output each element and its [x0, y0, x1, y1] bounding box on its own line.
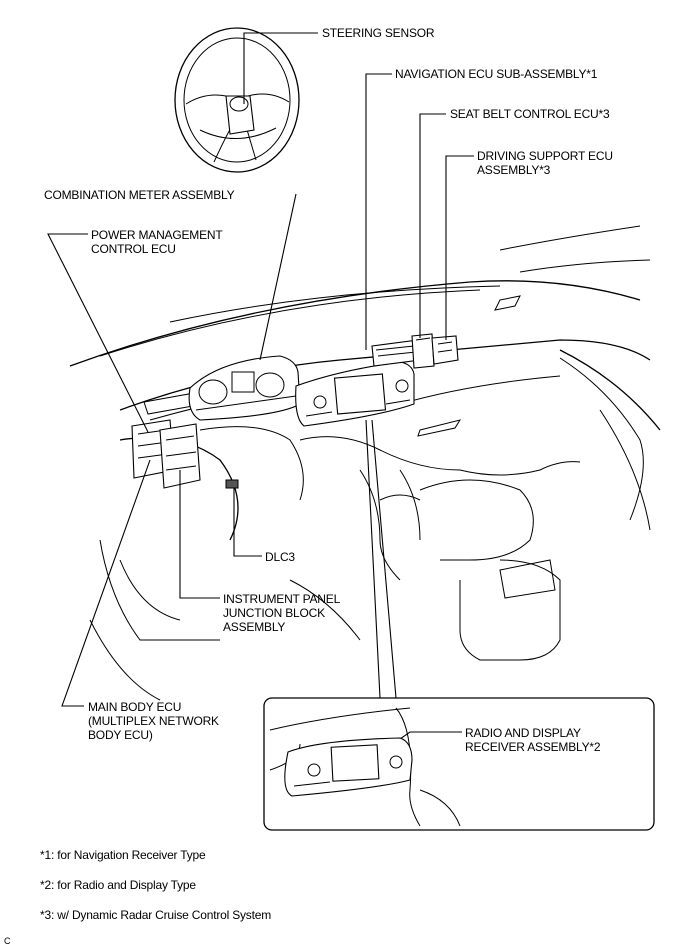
radio-display-receiver-label-line2: RECEIVER ASSEMBLY*2: [465, 740, 601, 754]
driving-support-ecu-label-line1: DRIVING SUPPORT ECU: [477, 149, 613, 163]
radio-display-receiver-label-line1: RADIO AND DISPLAY: [465, 726, 581, 740]
seat-belt-ecu-label: SEAT BELT CONTROL ECU*3: [450, 107, 610, 121]
steering-wheel-illustration: [174, 27, 300, 173]
combination-meter-illustration: [188, 355, 301, 421]
dlc3-label: DLC3: [265, 550, 295, 564]
power-management-label-line1: POWER MANAGEMENT: [91, 228, 223, 242]
footnote-1: *1: for Navigation Receiver Type: [40, 848, 206, 862]
seat-belt-ecu-illustration: [411, 333, 435, 369]
corner-code: C: [4, 936, 11, 946]
ip-junction-block-label-line3: ASSEMBLY: [223, 620, 286, 634]
main-body-ecu-label-line3: BODY ECU): [88, 728, 153, 742]
footnote-3: *3: w/ Dynamic Radar Cruise Control Syst…: [40, 908, 272, 922]
leader-lines: [47, 32, 474, 747]
dlc3-illustration: [225, 479, 239, 489]
combination-meter-label: COMBINATION METER ASSEMBLY: [44, 188, 235, 202]
power-management-label-line2: CONTROL ECU: [91, 242, 176, 256]
radio-display-inset: [263, 697, 655, 831]
ip-junction-block-label-line1: INSTRUMENT PANEL: [223, 592, 341, 606]
main-body-ecu-label-line2: (MULTIPLEX NETWORK: [88, 714, 219, 728]
center-audio-panel-illustration: [295, 361, 415, 427]
ip-junction-block-label-line2: JUNCTION BLOCK: [223, 606, 325, 620]
driving-support-ecu-label-line2: ASSEMBLY*3: [477, 163, 551, 177]
driving-support-ecu-illustration: [431, 335, 459, 365]
main-body-ecu-label-line1: MAIN BODY ECU: [88, 700, 182, 714]
junction-block-illustration: [159, 423, 201, 489]
footnote-2: *2: for Radio and Display Type: [40, 878, 196, 892]
navigation-ecu-label: NAVIGATION ECU SUB-ASSEMBLY*1: [395, 67, 598, 81]
steering-sensor-label: STEERING SENSOR: [322, 26, 435, 40]
